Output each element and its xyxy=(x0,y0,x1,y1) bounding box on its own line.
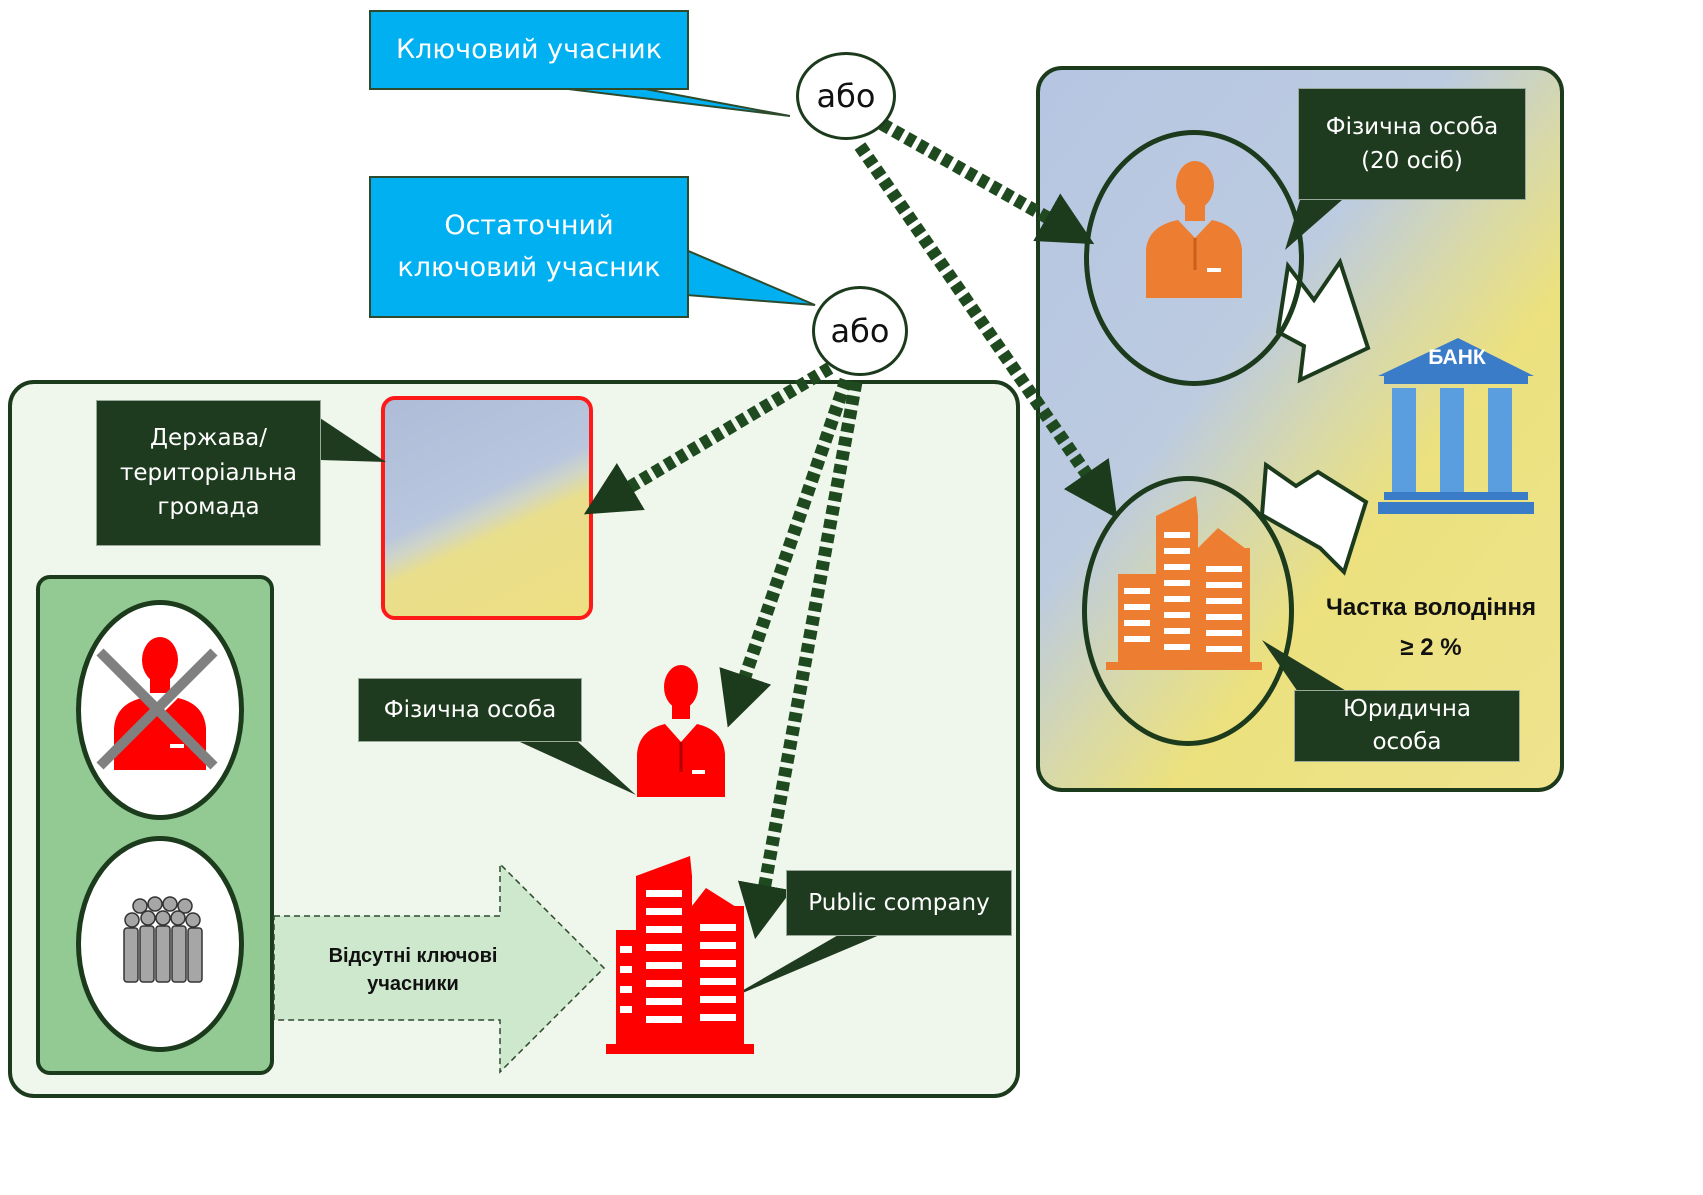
or-label-bottom: або xyxy=(830,312,890,350)
diagram-graphics xyxy=(273,87,1534,1074)
final-key-participant-line1: Остаточний xyxy=(444,210,614,242)
ownership-line1: Частка володіння xyxy=(1325,594,1536,621)
state-callout-tail xyxy=(320,418,386,462)
public-company-callout-tail xyxy=(726,934,882,1000)
state-line3: громада xyxy=(157,494,260,521)
connector-or-to-legal-entity xyxy=(854,142,1118,519)
absent-line1: Відсутні ключові xyxy=(328,945,498,967)
state-line2: територіальна xyxy=(119,459,298,486)
connector-or-to-individual-20 xyxy=(878,118,1095,245)
legal-entity-callout: Юридична особа xyxy=(1294,690,1520,762)
absent-icons: БАНК xyxy=(96,346,1486,983)
legal-entity-oval xyxy=(1082,476,1294,746)
absent-participants-arrow xyxy=(273,862,606,1074)
arrow-legal-to-bank xyxy=(1259,461,1369,576)
key-participant-label: Ключовий учасник xyxy=(395,34,663,66)
person-red-crossed-icon xyxy=(96,637,218,770)
or-connector-bottom: або xyxy=(812,286,908,376)
person-red-icon xyxy=(637,665,725,797)
ownership-line2: ≥ 2 % xyxy=(1400,634,1462,661)
state-callout: Держава/ територіальна громада xyxy=(96,400,321,546)
individual-callout-tail xyxy=(520,742,636,795)
individual-20-line1: Фізична особа xyxy=(1325,113,1499,140)
absent-participants-label: Відсутні ключові учасники xyxy=(284,942,542,998)
legal-entity-line1: Юридична xyxy=(1343,695,1471,722)
people-group-icon xyxy=(123,896,203,983)
final-key-participant-line2: ключовий учасник xyxy=(397,252,661,283)
final-key-participant-callout: Остаточний ключовий учасник xyxy=(369,176,689,318)
bank-icon xyxy=(1378,338,1534,514)
individual-20-oval xyxy=(1084,130,1304,386)
connector-or-to-public-company xyxy=(737,380,863,940)
individual-20-callout: Фізична особа (20 осіб) xyxy=(1298,88,1526,200)
ownership-share-label: Частка володіння ≥ 2 % xyxy=(1298,588,1564,668)
or-connector-top: або xyxy=(796,52,896,140)
individual-label: Фізична особа xyxy=(383,696,557,723)
connector-or-to-state xyxy=(583,362,834,515)
or-label-top: або xyxy=(816,77,876,115)
absent-line2: учасники xyxy=(367,973,459,995)
connector-or-to-individual xyxy=(719,377,853,728)
public-company-label: Public company xyxy=(808,889,990,916)
public-company-callout: Public company xyxy=(786,870,1012,936)
individual-callout: Фізична особа xyxy=(358,678,582,742)
bank-label: БАНК xyxy=(1428,346,1486,369)
individual-20-line2: (20 осіб) xyxy=(1361,148,1463,174)
dotted-connectors xyxy=(583,118,1118,940)
key-participant-callout: Ключовий учасник xyxy=(369,10,689,90)
building-red-icon xyxy=(606,856,754,1054)
state-line1: Держава/ xyxy=(150,425,267,452)
legal-entity-line2: особа xyxy=(1372,729,1442,755)
